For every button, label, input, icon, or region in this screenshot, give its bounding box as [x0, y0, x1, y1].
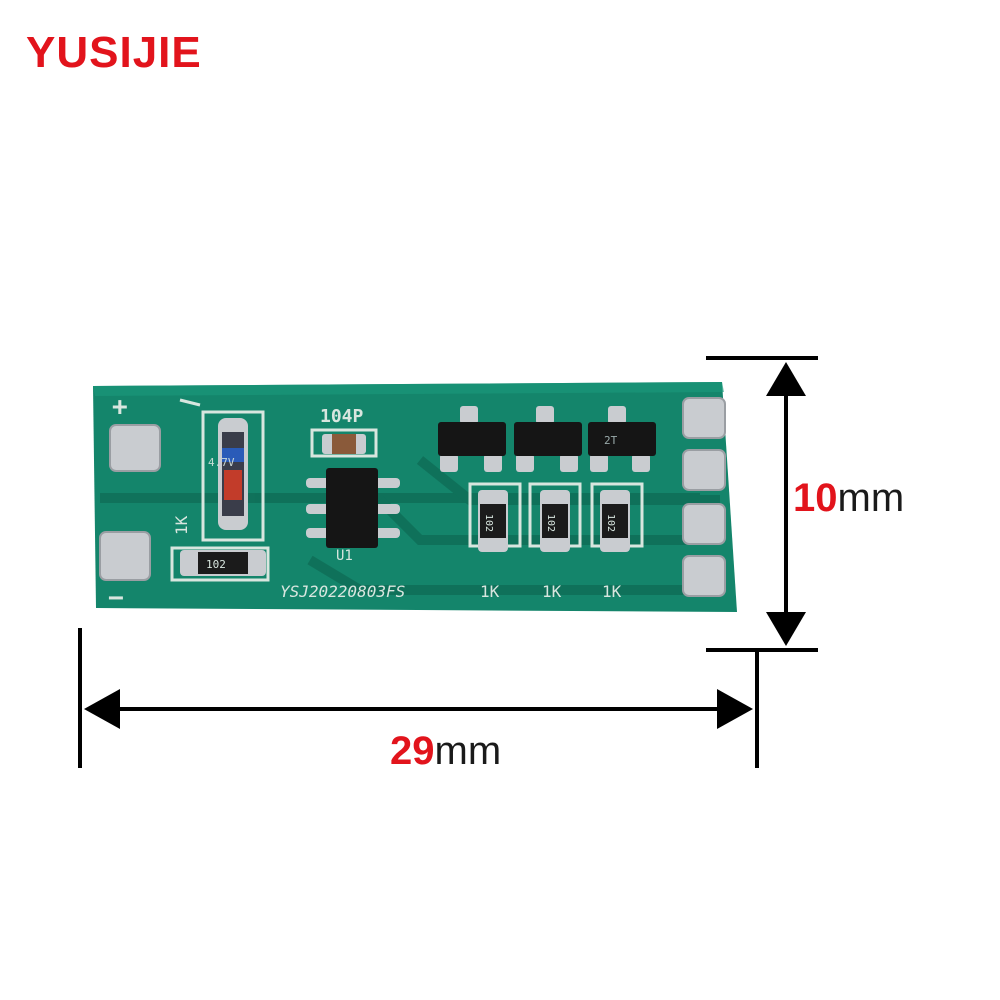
height-dimension: [706, 356, 818, 652]
smd-main-label: 102: [206, 558, 226, 571]
zener-diode: [218, 418, 248, 530]
silk-res-left: 1K: [172, 515, 191, 535]
capacitor: [322, 434, 366, 454]
width-value: 29: [390, 729, 435, 773]
silk-minus: −: [108, 583, 124, 613]
height-unit: mm: [837, 476, 905, 520]
silk-chip: U1: [336, 548, 353, 564]
smd-1-label: 102: [483, 514, 494, 532]
height-value: 10: [793, 476, 838, 520]
transistor-label: 2T: [604, 434, 618, 447]
silk-res-1: 1K: [480, 582, 500, 601]
silk-code: YSJ20220803FS: [280, 582, 405, 601]
output-pads: [682, 397, 726, 597]
silk-zener: 4.7V: [208, 456, 235, 469]
silk-res-2: 1K: [542, 582, 562, 601]
brand-logo: YUSIJIE: [26, 28, 202, 77]
width-unit: mm: [434, 729, 502, 773]
width-dimension: [78, 628, 759, 768]
height-label: 10mm: [793, 476, 904, 521]
smd-3-label: 102: [605, 514, 616, 532]
pcb-board: [93, 382, 737, 612]
input-pads: [99, 424, 161, 581]
silk-cap: 104P: [320, 406, 364, 427]
silk-res-3: 1K: [602, 582, 622, 601]
transistors: [438, 406, 656, 472]
ic-chip: [306, 468, 400, 548]
resistor-array: [478, 490, 630, 552]
width-label: 29mm: [390, 729, 501, 774]
silk-plus: +: [112, 392, 128, 422]
smd-resistor-main: [180, 550, 266, 576]
smd-2-label: 102: [545, 514, 556, 532]
